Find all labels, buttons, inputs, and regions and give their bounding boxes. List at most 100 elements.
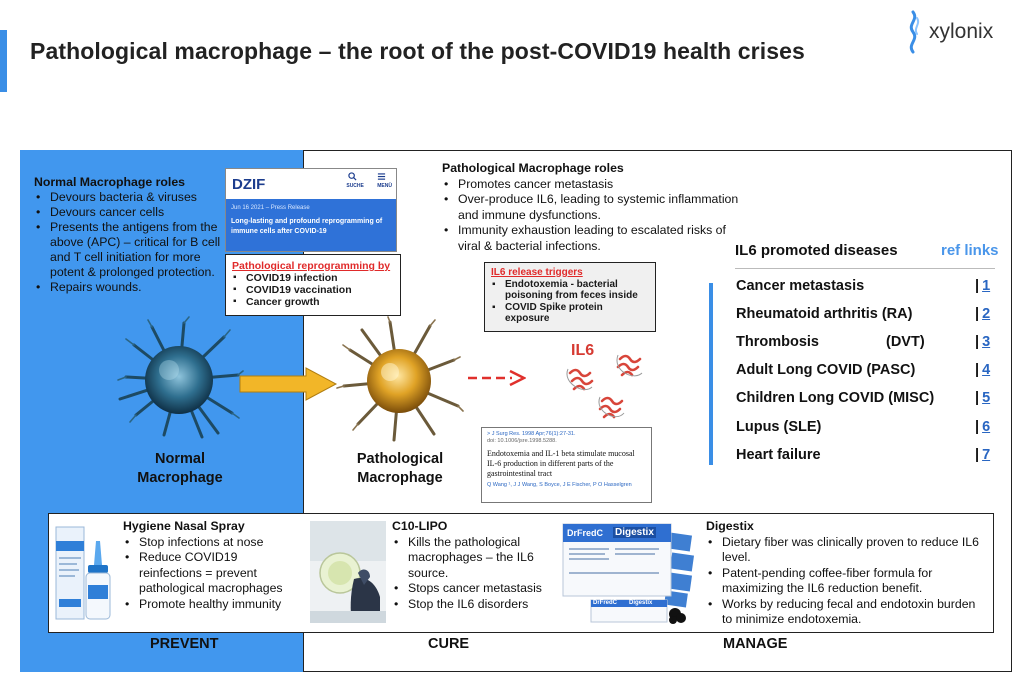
xylonix-logo-icon [909, 10, 920, 54]
pathological-macrophage-roles: Pathological Macrophage roles Promotes c… [442, 161, 742, 254]
hamburger-icon [378, 173, 386, 180]
list-item: Reduce COVID19 reinfections = prevent pa… [123, 550, 303, 597]
diseases-divider [735, 268, 995, 269]
ref-link-number[interactable]: 2 [982, 306, 991, 322]
list-item: Devours bacteria & viruses [34, 190, 234, 205]
digestix: Digestix Dietary fiber was clinically pr… [706, 519, 982, 628]
ref-link-number[interactable]: 3 [982, 334, 991, 350]
digestix-small-product-label: Digestix [629, 600, 653, 606]
dzif-headline: Long-lasting and profound reprogramming … [231, 218, 383, 235]
list-item: Works by reducing fecal and endotoxin bu… [706, 597, 982, 628]
list-item: COVID19 infection [232, 272, 394, 284]
ref-separator: | [975, 390, 980, 406]
list-item: COVID19 vaccination [232, 284, 394, 296]
lab-research-image [310, 521, 386, 623]
ref-separator: | [975, 278, 980, 294]
ref-separator: | [975, 306, 980, 322]
list-item: Dietary fiber was clinically proven to r… [706, 535, 982, 566]
ref-link-7[interactable]: |7 [975, 447, 990, 463]
brand-name: xylonix [929, 20, 994, 43]
ref-link-4[interactable]: |4 [975, 362, 990, 378]
normal-roles-heading: Normal Macrophage roles [34, 175, 186, 189]
digestix-product-label: Digestix [613, 527, 656, 538]
list-item: Kills the pathological macrophages – the… [392, 535, 562, 582]
list-item: Repairs wounds. [34, 280, 234, 295]
ref-link-number[interactable]: 7 [982, 447, 991, 463]
il6-label: IL6 [571, 342, 595, 359]
disease-cancer-metastasis: Cancer metastasis [736, 278, 865, 294]
ref-separator: | [975, 362, 980, 378]
hygiene-heading: Hygiene Nasal Spray [123, 519, 245, 533]
paper-authors: Q Wang ¹, J J Wang, S Boyce, J E Fischer… [487, 482, 632, 489]
hygiene-nasal-spray: Hygiene Nasal Spray Stop infections at n… [123, 519, 303, 612]
normal-macrophage-label: Normal Macrophage [137, 451, 223, 486]
pathological-macrophage-label: Pathological Macrophage [356, 451, 444, 486]
ref-link-number[interactable]: 6 [982, 419, 991, 435]
disease-adult-long-covid: Adult Long COVID (PASC) [736, 362, 916, 378]
disease-children-long-covid: Children Long COVID (MISC) [736, 390, 935, 406]
digestix-product-image: DrFredC Digestix DrFredC Digestix [561, 520, 701, 625]
ref-link-6[interactable]: |6 [975, 419, 990, 435]
transformation-arrow-icon [239, 367, 338, 401]
digestix-small-brand-label: DrFredC [593, 600, 618, 606]
title-accent-bar [0, 30, 7, 92]
c10-heading: C10-LIPO [392, 519, 448, 533]
list-item: Stop the IL6 disorders [392, 597, 562, 613]
disease-thrombosis-tag: (DVT) [886, 334, 925, 350]
list-item: Over-produce IL6, leading to systemic in… [442, 192, 742, 223]
manage-label: MANAGE [723, 636, 788, 652]
il6-triggers-box: IL6 release triggers Endotoxemia - bacte… [484, 262, 656, 332]
ref-link-number[interactable]: 1 [982, 278, 991, 294]
research-paper-card: > J Surg Res. 1998 Apr;76(1):27-31. doi:… [481, 427, 652, 503]
list-item: Promotes cancer metastasis [442, 177, 742, 193]
search-icon [347, 172, 357, 181]
list-item: Immunity exhaustion leading to escalated… [442, 223, 742, 254]
digestix-heading: Digestix [706, 519, 754, 533]
dzif-menu: MENÜ [371, 172, 392, 189]
paper-source: > J Surg Res. 1998 Apr;76(1):27-31. [487, 431, 576, 437]
paper-title: Endotoxemia and IL-1 beta stimulate muco… [487, 449, 635, 478]
ref-separator: | [975, 419, 980, 435]
normal-macrophage-roles: Normal Macrophage roles Devours bacteria… [34, 175, 234, 295]
diseases-heading: IL6 promoted diseases [735, 242, 898, 259]
ref-link-3[interactable]: |3 [975, 334, 990, 350]
nasal-spray-image [55, 526, 111, 620]
disease-heart-failure: Heart failure [736, 447, 821, 463]
list-item: Cancer growth [232, 296, 394, 308]
dzif-date: Jun 16 2021 – Press Release [231, 205, 310, 211]
il6-triggers-heading: IL6 release triggers [491, 267, 583, 278]
list-item: Stops cancer metastasis [392, 581, 562, 597]
list-item: Devours cancer cells [34, 205, 234, 220]
pathological-macrophage-image [336, 316, 464, 442]
reprogramming-box: Pathological reprogramming by COVID19 in… [225, 254, 401, 316]
ref-link-number[interactable]: 4 [982, 362, 991, 378]
list-item: COVID Spike protein exposure [491, 302, 649, 325]
list-item: Stop infections at nose [123, 535, 303, 551]
il6-protein-image [566, 354, 643, 419]
prevent-label: PREVENT [150, 636, 219, 652]
paper-doi: doi: 10.1006/jsre.1998.5288. [487, 438, 557, 444]
list-item: Endotoxemia - bacterial poisoning from f… [491, 279, 649, 302]
dzif-logo: DZIF [232, 176, 266, 193]
ref-separator: | [975, 447, 980, 463]
normal-macrophage-image [117, 316, 244, 439]
list-item: Promote healthy immunity [123, 597, 303, 613]
ref-links-heading: ref links [941, 242, 999, 259]
dzif-search-label: SUCHE [346, 183, 364, 189]
cure-label: CURE [428, 636, 470, 652]
xylonix-logo: xylonix [903, 10, 1013, 60]
ref-link-5[interactable]: |5 [975, 390, 990, 406]
reprogramming-heading: Pathological reprogramming by [232, 260, 391, 272]
disease-lupus: Lupus (SLE) [736, 419, 822, 435]
digestix-brand-label: DrFredC [567, 528, 604, 538]
disease-thrombosis: Thrombosis [736, 334, 819, 350]
ref-link-number[interactable]: 5 [982, 390, 991, 406]
ref-separator: | [975, 334, 980, 350]
list-item: Presents the antigens from the above (AP… [34, 220, 234, 280]
diseases-accent-bar [709, 283, 713, 465]
dzif-menu-label: MENÜ [377, 183, 392, 189]
ref-link-1[interactable]: |1 [975, 278, 990, 294]
ref-link-2[interactable]: |2 [975, 306, 990, 322]
dashed-arrow-icon [468, 369, 526, 387]
c10-lipo: C10-LIPO Kills the pathological macropha… [392, 519, 562, 612]
